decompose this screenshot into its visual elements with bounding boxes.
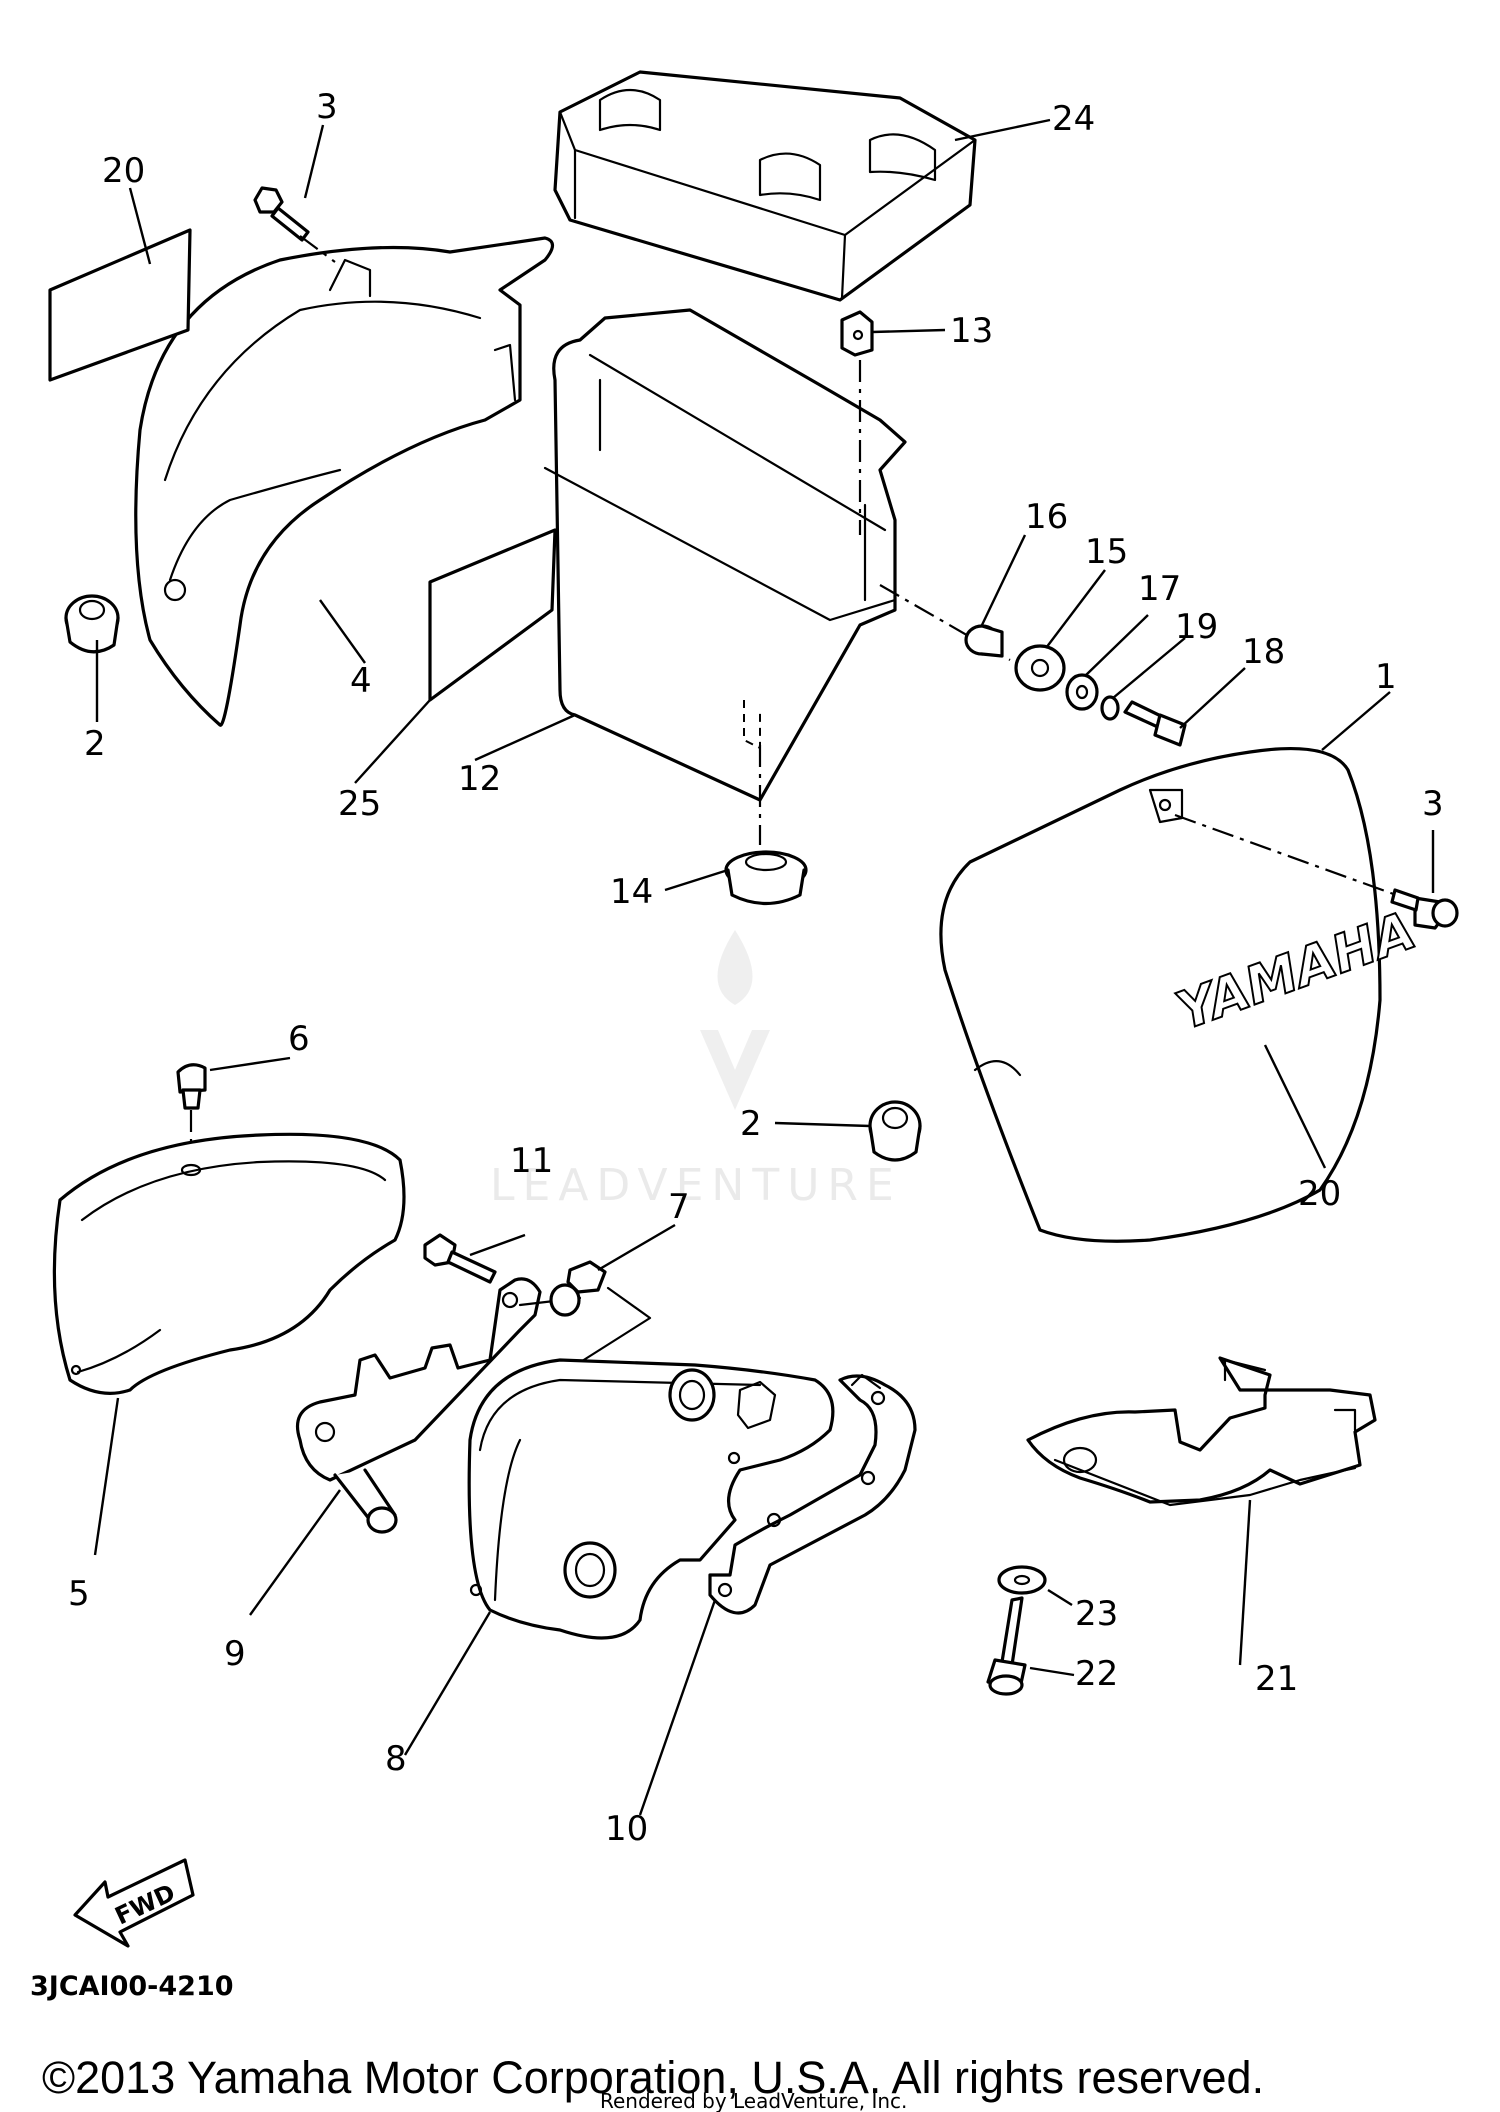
diagram-code: 3JCAI00-4210: [30, 1971, 234, 2002]
battery-cover[interactable]: [553, 70, 977, 302]
callout-9: 9: [224, 1634, 246, 1674]
rendered-by-text: Rendered by LeadVenture, Inc.: [600, 2089, 907, 2112]
right-side-cover[interactable]: [939, 746, 1382, 1243]
washer-17[interactable]: [1065, 673, 1099, 711]
grommet-2-left[interactable]: [64, 594, 120, 654]
callout-20-left: 20: [102, 151, 145, 191]
callout-3-top: 3: [316, 87, 338, 127]
callout-16: 16: [1025, 497, 1068, 537]
callout-20-right: 20: [1298, 1174, 1341, 1214]
copyright-text: ©2013 Yamaha Motor Corporation, U.S.A. A…: [42, 2052, 1264, 2103]
bolt-22[interactable]: [986, 1596, 1027, 1696]
callout-19: 19: [1175, 607, 1218, 647]
callout-14: 14: [610, 872, 653, 912]
bolt-3-right[interactable]: [1390, 888, 1459, 930]
battery-clip[interactable]: [840, 310, 874, 357]
callout-1: 1: [1375, 657, 1397, 697]
callout-15: 15: [1085, 532, 1128, 572]
callout-25: 25: [338, 784, 381, 824]
leader-lines: [93, 118, 1435, 1816]
bracket-9[interactable]: [295, 1277, 582, 1534]
decal-25[interactable]: [428, 528, 557, 702]
callout-12: 12: [458, 759, 501, 799]
washer-23[interactable]: [997, 1565, 1047, 1595]
callout-6: 6: [288, 1019, 310, 1059]
callout-17: 17: [1138, 569, 1181, 609]
grommet-2-right[interactable]: [868, 1100, 922, 1162]
watermark-text: LEADVENTURE: [490, 1160, 902, 1211]
callout-8: 8: [385, 1739, 407, 1779]
left-tool-cover[interactable]: [52, 1132, 406, 1395]
callout-7: 7: [668, 1187, 690, 1227]
bolt-11[interactable]: [423, 1233, 497, 1284]
screw-6[interactable]: [176, 1063, 207, 1110]
callout-2-right: 2: [740, 1104, 762, 1144]
callout-21: 21: [1255, 1659, 1298, 1699]
collar-16[interactable]: [964, 624, 1004, 658]
bolt-3-top[interactable]: [253, 186, 310, 242]
callout-5: 5: [68, 1574, 90, 1614]
damper-15[interactable]: [1014, 644, 1066, 692]
left-side-cover[interactable]: [134, 236, 555, 727]
callout-18: 18: [1242, 632, 1285, 672]
callouts: 1 2 2 3 3 4 5 6 7 8 9 10 11 12 13 14 15 …: [68, 87, 1444, 1849]
lock-washer-19[interactable]: [1100, 695, 1120, 721]
fwd-arrow: FWD: [73, 1858, 195, 1948]
callout-24: 24: [1052, 99, 1095, 139]
callout-4: 4: [350, 661, 372, 701]
callout-13: 13: [950, 311, 993, 351]
battery-box[interactable]: [543, 308, 907, 845]
bracket-21[interactable]: [1026, 1356, 1377, 1507]
bolt-18[interactable]: [1123, 700, 1187, 747]
grommet-14[interactable]: [724, 850, 808, 905]
bracket-10[interactable]: [708, 1373, 917, 1615]
emblem-20-left[interactable]: [48, 228, 192, 382]
callout-3-right: 3: [1422, 784, 1444, 824]
callout-11: 11: [510, 1141, 553, 1181]
clip-7[interactable]: [566, 1260, 607, 1294]
callout-10: 10: [605, 1809, 648, 1849]
callout-2-left: 2: [84, 724, 106, 764]
callout-23: 23: [1075, 1594, 1118, 1634]
right-tool-cover[interactable]: [467, 1358, 835, 1640]
watermark: LEADVENTURE: [490, 930, 902, 1211]
callout-22: 22: [1075, 1654, 1118, 1694]
